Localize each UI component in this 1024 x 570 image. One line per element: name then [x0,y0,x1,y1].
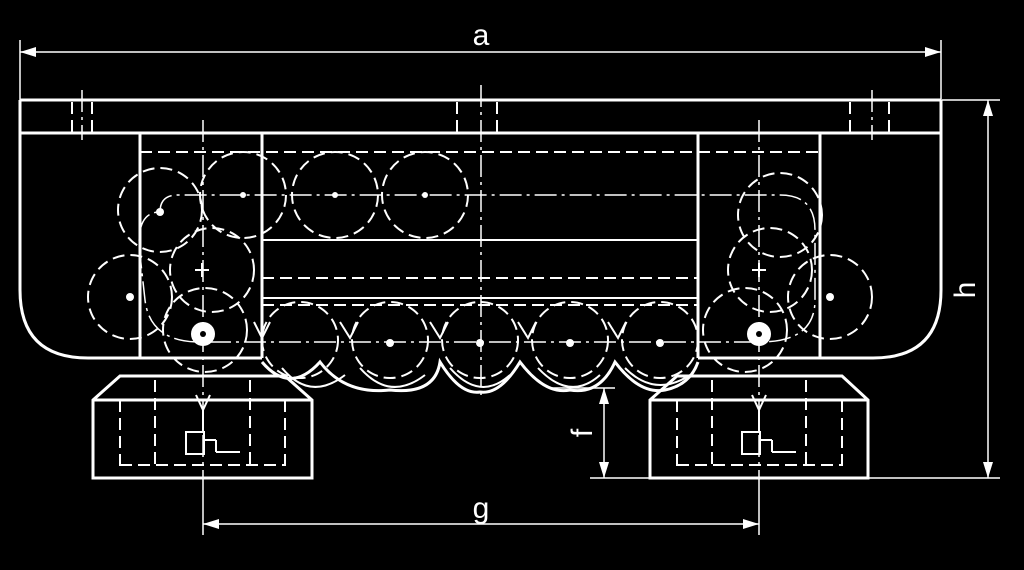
dimension-h: h [865,99,1000,479]
dimension-f: f [550,387,650,479]
pivot-pins [191,322,771,346]
label-g: g [473,492,490,525]
left-foot [91,374,314,480]
inner-frame [138,133,822,358]
right-foot [648,374,870,480]
label-h: h [949,282,982,299]
dimension-a: a [19,19,942,100]
load-rollers [253,301,700,394]
side-frame [18,133,943,360]
label-f: f [566,428,599,437]
chain-path [138,85,816,480]
dimension-g: g [202,480,760,535]
return-rollers [87,151,873,373]
label-a: a [473,19,490,52]
